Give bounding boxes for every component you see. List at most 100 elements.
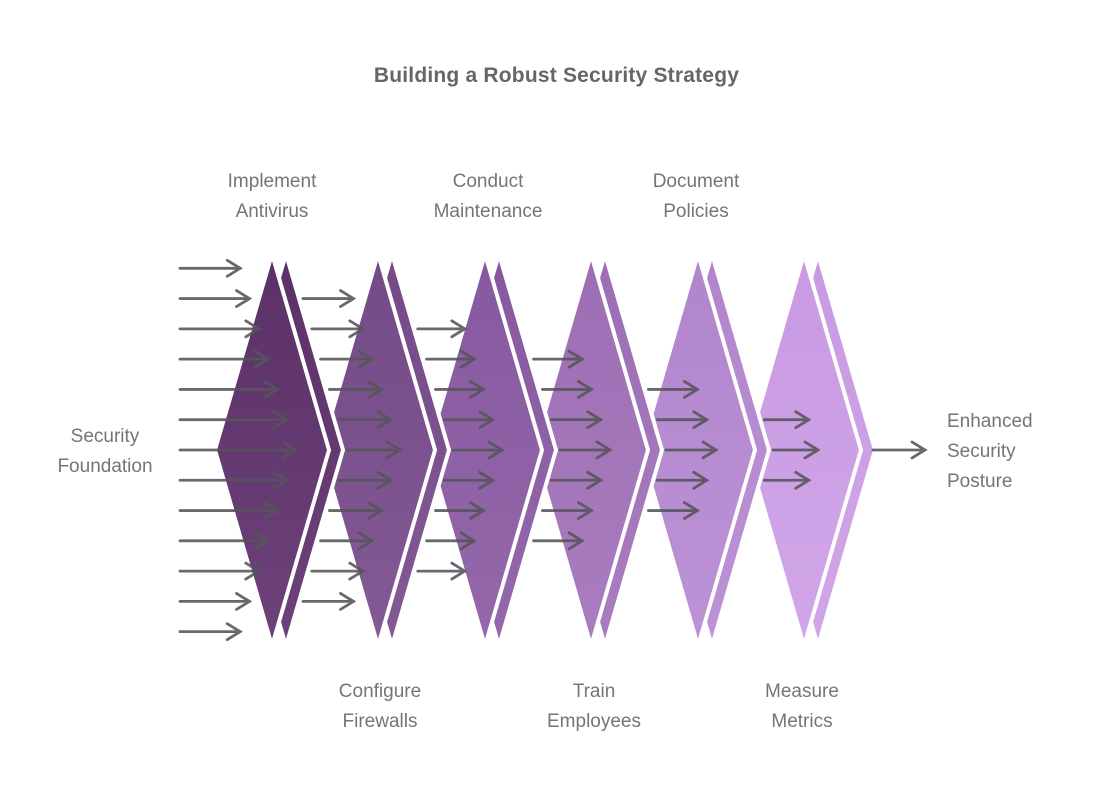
arrow-head bbox=[794, 470, 812, 490]
stage-label-measure-metrics: Measure Metrics bbox=[765, 681, 839, 732]
arrow-head bbox=[468, 501, 487, 520]
flow-arrow bbox=[178, 561, 262, 581]
flow-arrow bbox=[416, 319, 468, 339]
arrow-head bbox=[450, 319, 468, 339]
arrow-head bbox=[281, 440, 299, 460]
arrow-head bbox=[692, 470, 710, 490]
flow-arrow bbox=[327, 380, 385, 399]
arrow-head bbox=[487, 440, 505, 460]
diagram-title: Building a Robust Security Strategy bbox=[373, 64, 740, 87]
flow-arrow bbox=[646, 501, 701, 520]
flow-arrow bbox=[549, 410, 604, 430]
arrow-head bbox=[586, 470, 604, 490]
arrow-head bbox=[272, 470, 290, 490]
flow-arrow bbox=[549, 470, 604, 490]
arrow-head bbox=[683, 380, 701, 399]
flow-arrow bbox=[442, 410, 496, 430]
flow-arrow bbox=[178, 470, 290, 490]
arrow-head bbox=[366, 380, 385, 399]
flow-arrow bbox=[178, 258, 243, 278]
output-label-enhanced-security-posture: Enhanced Security Posture bbox=[947, 411, 1033, 492]
flow-arrow bbox=[664, 440, 719, 460]
arrow-head bbox=[244, 319, 262, 339]
arrow-head bbox=[376, 470, 394, 490]
arrow-head bbox=[235, 289, 253, 308]
arrow-head bbox=[683, 501, 701, 520]
flow-arrows bbox=[178, 258, 928, 642]
arrow-head bbox=[348, 561, 366, 581]
arrow-head bbox=[385, 440, 403, 460]
arrow-head bbox=[339, 289, 357, 308]
flow-arrow bbox=[301, 289, 357, 308]
arrow-head bbox=[459, 349, 477, 369]
flow-arrow bbox=[178, 531, 271, 551]
arrow-head bbox=[366, 501, 385, 520]
flow-arrow bbox=[442, 470, 496, 490]
arrow-head bbox=[701, 440, 719, 460]
stage-label-document-policies: Document Policies bbox=[652, 171, 740, 222]
stage-label-conduct-maintenance: Conduct Maintenance bbox=[433, 171, 543, 222]
flow-arrow bbox=[655, 470, 710, 490]
arrow-head bbox=[577, 380, 595, 399]
flow-arrow bbox=[178, 349, 271, 369]
arrow-head bbox=[468, 380, 487, 399]
stage-label-train-employees: Train Employees bbox=[547, 681, 641, 732]
arrow-head bbox=[348, 319, 366, 339]
flow-arrow bbox=[178, 591, 253, 611]
arrow-head bbox=[567, 531, 585, 551]
flow-arrow bbox=[451, 440, 505, 460]
flow-arrow bbox=[178, 410, 290, 430]
flow-arrow bbox=[178, 319, 262, 339]
stage-label-configure-firewalls: Configure Firewalls bbox=[338, 681, 422, 732]
flow-arrow bbox=[336, 470, 394, 490]
flow-arrow bbox=[425, 531, 477, 551]
arrow-head bbox=[339, 591, 357, 611]
arrow-head bbox=[577, 501, 595, 520]
flow-arrow bbox=[771, 440, 821, 460]
arrow-head bbox=[692, 410, 710, 430]
arrow-head bbox=[262, 380, 281, 399]
flow-arrow bbox=[327, 501, 385, 520]
flow-arrow bbox=[416, 561, 468, 581]
arrow-head bbox=[595, 440, 613, 460]
flow-arrow bbox=[178, 501, 281, 520]
flow-arrow bbox=[646, 380, 701, 399]
stage-label-implement-antivirus: Implement Antivirus bbox=[227, 171, 317, 222]
flow-arrow bbox=[178, 380, 281, 399]
flow-arrow bbox=[532, 531, 585, 551]
flow-arrow bbox=[178, 622, 243, 642]
flow-arrow bbox=[310, 561, 366, 581]
arrow-head bbox=[910, 440, 928, 460]
flow-arrow bbox=[310, 319, 366, 339]
arrow-head bbox=[586, 410, 604, 430]
flow-arrow bbox=[558, 440, 613, 460]
arrow-head bbox=[225, 622, 243, 642]
arrow-head bbox=[567, 349, 585, 369]
arrow-head bbox=[244, 561, 262, 581]
flow-arrow bbox=[762, 410, 812, 430]
flow-arrow bbox=[655, 410, 710, 430]
flow-arrow bbox=[178, 440, 299, 460]
flow-arrow bbox=[319, 349, 375, 369]
arrow-head bbox=[478, 470, 496, 490]
flow-arrow bbox=[532, 349, 585, 369]
arrow-head bbox=[478, 410, 496, 430]
arrow-head bbox=[803, 440, 821, 460]
arrow-head bbox=[235, 591, 253, 611]
flow-arrow bbox=[336, 410, 394, 430]
arrow-head bbox=[272, 410, 290, 430]
flow-arrow bbox=[178, 289, 253, 308]
flow-arrow bbox=[425, 349, 477, 369]
arrow-head bbox=[253, 531, 271, 551]
flow-arrow bbox=[540, 501, 595, 520]
arrow-head bbox=[357, 349, 375, 369]
output-arrow bbox=[871, 440, 928, 460]
arrow-head bbox=[794, 410, 812, 430]
flow-arrow bbox=[345, 440, 403, 460]
arrow-head bbox=[262, 501, 281, 520]
flow-arrow bbox=[433, 501, 487, 520]
arrow-head bbox=[376, 410, 394, 430]
arrow-head bbox=[459, 531, 477, 551]
flow-arrow bbox=[301, 591, 357, 611]
